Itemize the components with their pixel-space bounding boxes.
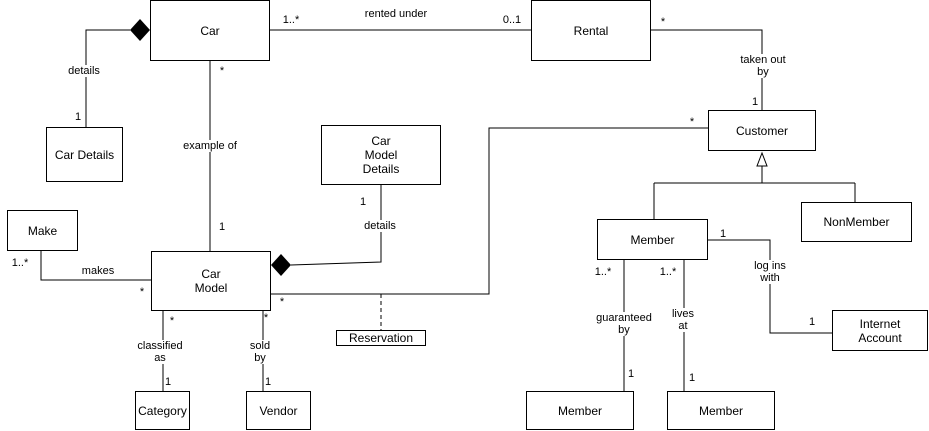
class-make[interactable]: Make: [7, 210, 78, 251]
edge-rental-customer: [651, 29, 763, 110]
mult-model-category: *: [169, 315, 175, 327]
assoc-details-car: details: [67, 65, 101, 77]
mult-car-rental-rental: 0..1: [502, 14, 522, 26]
assoc-sold-by: sold by: [248, 340, 272, 364]
mult-model-reservation: *: [279, 296, 285, 308]
mult-car-details-car: 1: [74, 111, 82, 123]
mult-rental-customer-customer: 1: [751, 96, 759, 108]
mult-address: 1: [688, 372, 696, 384]
assoc-classified-as: classified as: [136, 340, 184, 364]
class-member-guarantor[interactable]: Member: [526, 391, 634, 430]
mult-vendor-model: 1: [264, 376, 272, 388]
edge-member-internetaccount: [708, 239, 832, 334]
mult-member-guarantee: 1..*: [594, 266, 612, 278]
class-reservation[interactable]: Reservation: [336, 330, 426, 346]
class-car[interactable]: Car: [150, 0, 270, 61]
assoc-makes: makes: [80, 265, 116, 277]
mult-category-model: 1: [164, 376, 172, 388]
mult-model-details-details: 1: [359, 196, 367, 208]
mult-car-model-car: *: [219, 65, 225, 77]
mult-model-makes: *: [139, 286, 145, 298]
mult-rental-customer-rental: *: [660, 16, 666, 28]
class-nonmember[interactable]: NonMember: [801, 202, 912, 242]
mult-car-model-model: 1: [218, 221, 226, 233]
assoc-lives-at: lives at: [670, 308, 696, 332]
assoc-log-ins-with: log ins with: [753, 260, 787, 284]
class-member[interactable]: Member: [597, 219, 708, 260]
edge-modeldetails-carmodel: [290, 185, 382, 266]
class-vendor[interactable]: Vendor: [246, 391, 311, 430]
assoc-rented-under: rented under: [364, 8, 428, 20]
class-rental[interactable]: Rental: [531, 0, 651, 61]
class-internet-account[interactable]: Internet Account: [832, 310, 928, 351]
mult-member-internet-member: 1: [719, 228, 727, 240]
composition-diamond-car: [130, 19, 150, 41]
class-category[interactable]: Category: [135, 391, 190, 430]
mult-member-internet-internet: 1: [808, 316, 816, 328]
mult-model-vendor: *: [263, 312, 269, 324]
assoc-details-model: details: [363, 220, 397, 232]
edge-car-cardetails: [85, 29, 130, 127]
assoc-taken-out-by: taken out by: [739, 54, 787, 78]
edge-customer-carmodel: [270, 127, 708, 295]
mult-guarantor: 1: [627, 368, 635, 380]
composition-diamond-carmodel: [271, 254, 291, 276]
assoc-guaranteed-by: guaranteed by: [595, 312, 653, 336]
class-car-details[interactable]: Car Details: [46, 127, 123, 182]
mult-car-rental-car: 1..*: [282, 14, 300, 26]
mult-member-lives: 1..*: [659, 266, 677, 278]
class-car-model-details[interactable]: Car Model Details: [321, 125, 441, 185]
class-car-model[interactable]: Car Model: [151, 251, 271, 311]
mult-make-makes: 1..*: [11, 257, 29, 269]
edge-make-carmodel: [40, 251, 151, 281]
class-member-address[interactable]: Member: [667, 391, 775, 430]
generalization-arrow: [756, 151, 768, 167]
assoc-example-of: example of: [182, 140, 238, 152]
mult-customer-model: *: [689, 116, 695, 128]
class-customer[interactable]: Customer: [708, 110, 816, 151]
